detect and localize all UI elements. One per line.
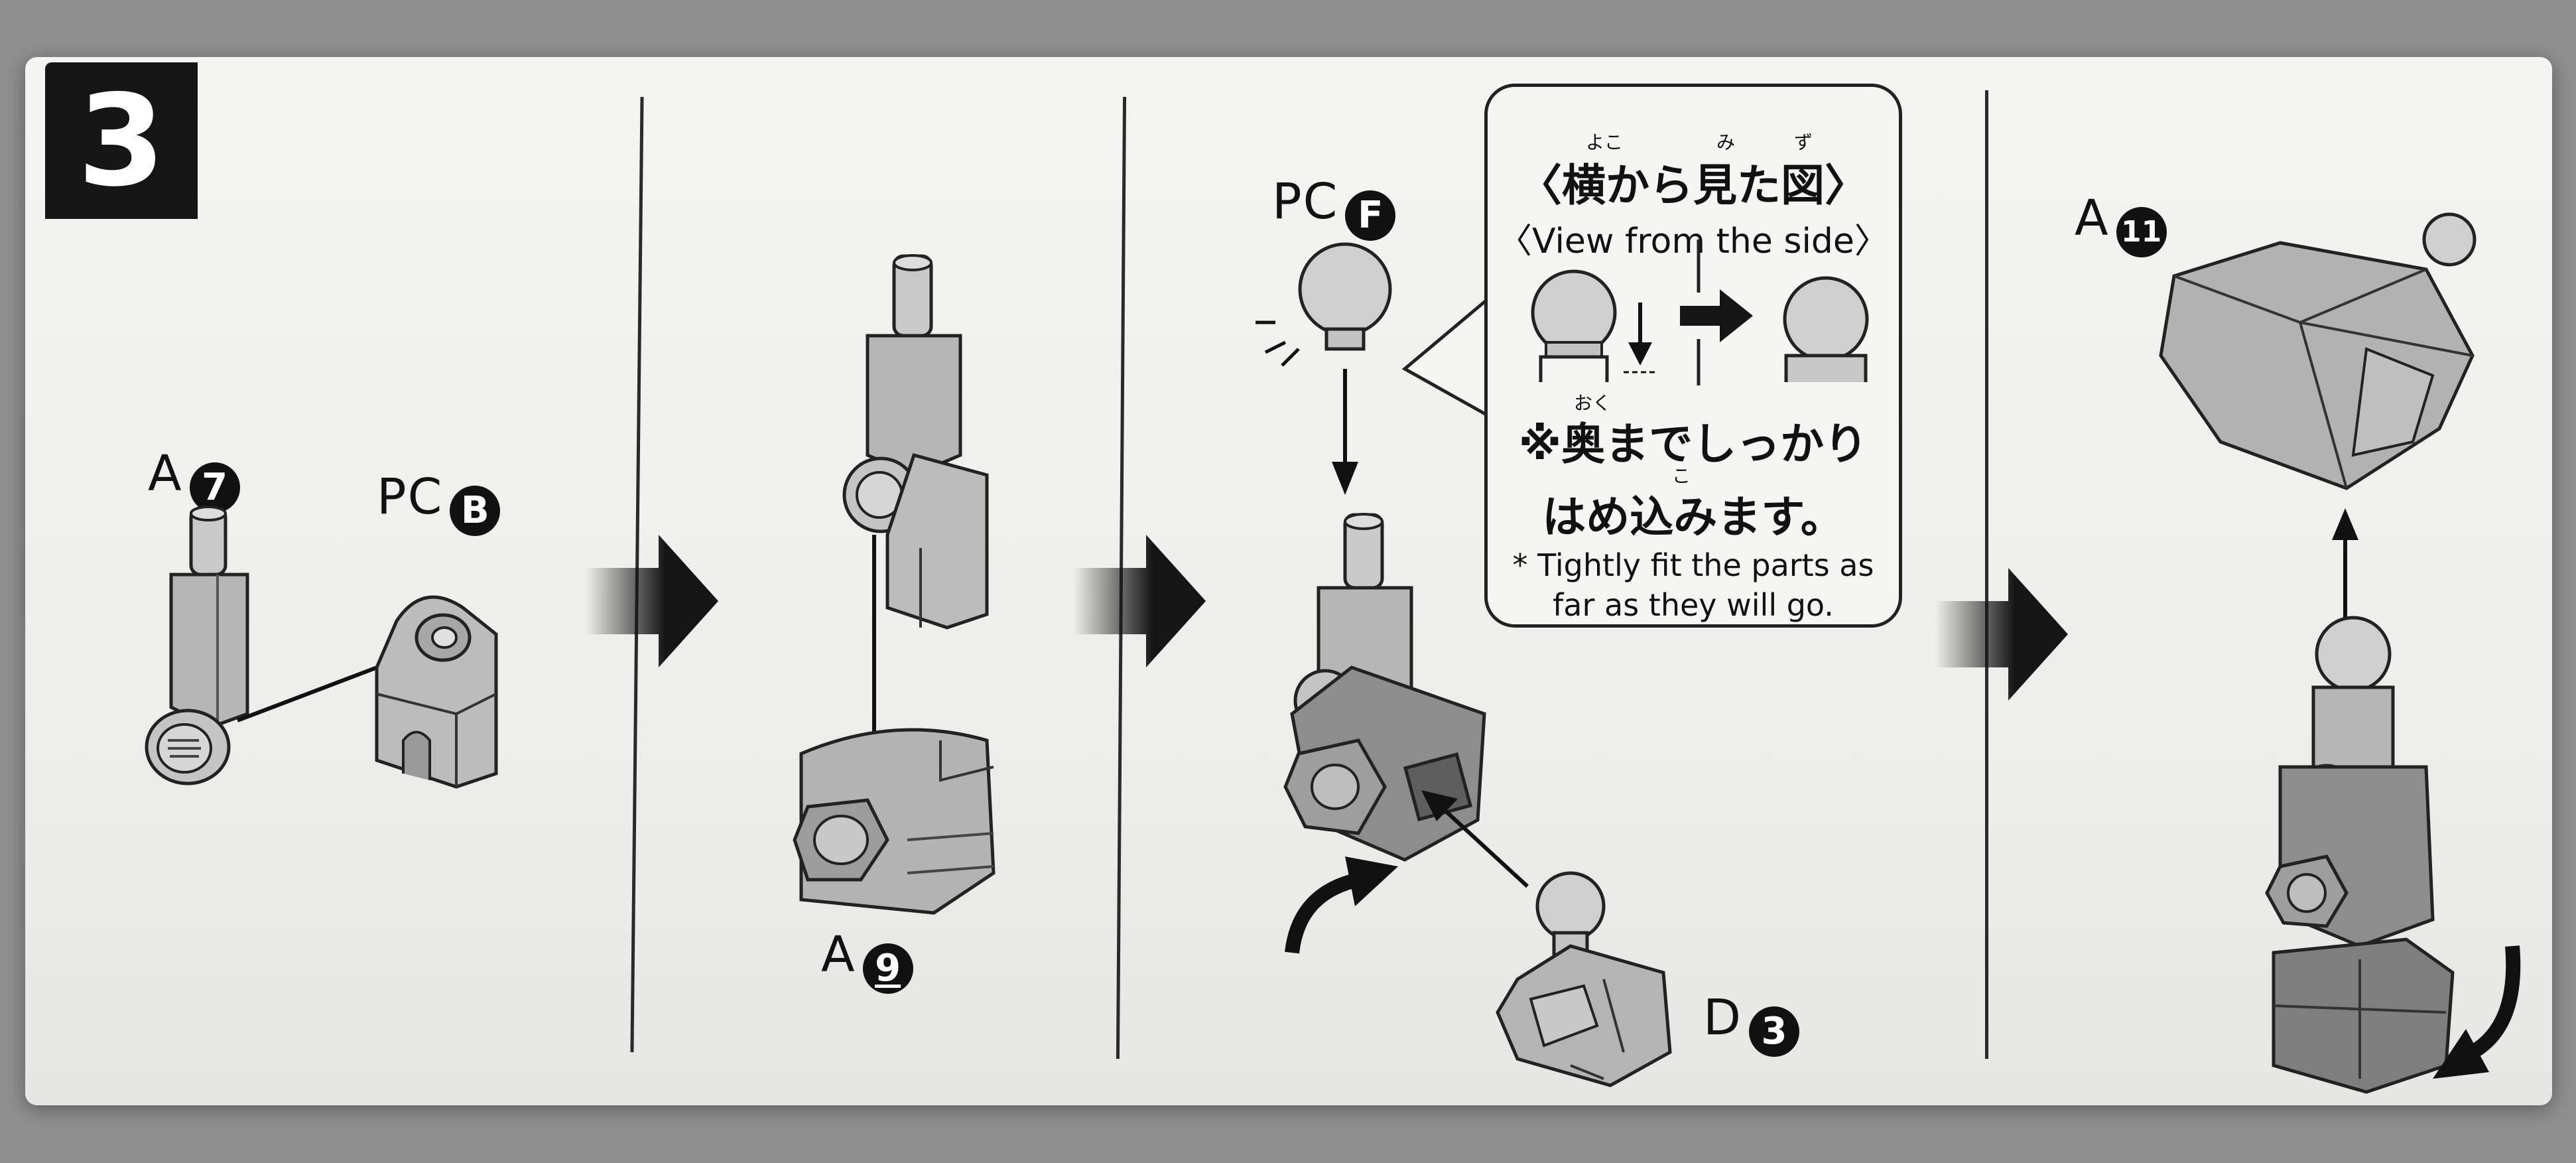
assembly-arrow-up — [2332, 508, 2358, 621]
process-arrow-1 — [586, 535, 718, 667]
callout-note-en-line1: * Tightly fit the parts as — [1512, 547, 1874, 583]
callout-note-jp-line1: ※奥までしっかり — [1518, 419, 1868, 470]
rotate-arrow-right — [2433, 945, 2521, 1079]
step-number-badge: 3 — [45, 62, 198, 219]
part-a7-pcb-assembly — [842, 254, 989, 630]
side-view-diagram — [1531, 239, 1869, 385]
callout-pointer — [1401, 298, 1489, 417]
rotate-arrow-left — [1285, 856, 1398, 954]
callout-note-en-line2: far as they will go. — [1553, 587, 1834, 623]
part-a7-illustration — [145, 506, 249, 786]
process-arrow-3 — [1935, 568, 2068, 701]
part-d3-illustration — [1496, 871, 1672, 1087]
panel-divider-3 — [1985, 90, 1988, 1059]
ruby-oku: おく — [1574, 392, 1612, 414]
ruby-yoko: よこ — [1586, 131, 1624, 153]
assembly-arrow-pcf-down — [1332, 369, 1358, 495]
part-a9-illustration — [793, 728, 996, 915]
callout-title-jp: 〈横から見た図〉 — [1518, 160, 1868, 211]
assembly-arrow-d3 — [1421, 790, 1529, 888]
callout-note-jp-line2: はめ込みます。 — [1542, 492, 1844, 543]
ruby-ko: こ — [1672, 465, 1691, 487]
ruby-zu: ず — [1794, 131, 1813, 153]
part-pcf-ball — [1256, 242, 1392, 367]
process-arrow-2 — [1073, 535, 1206, 667]
ruby-mi: み — [1716, 131, 1736, 153]
callout-title-en: 〈View from the side〉 — [1498, 222, 1889, 261]
side-view-callout: よこ み ず 〈横から見た図〉 〈View from the side〉 おく … — [1484, 84, 1902, 628]
part-a11-illustration — [2159, 212, 2477, 490]
part-pcb-illustration — [375, 595, 498, 789]
part-panel4-assembly — [2265, 616, 2455, 1094]
